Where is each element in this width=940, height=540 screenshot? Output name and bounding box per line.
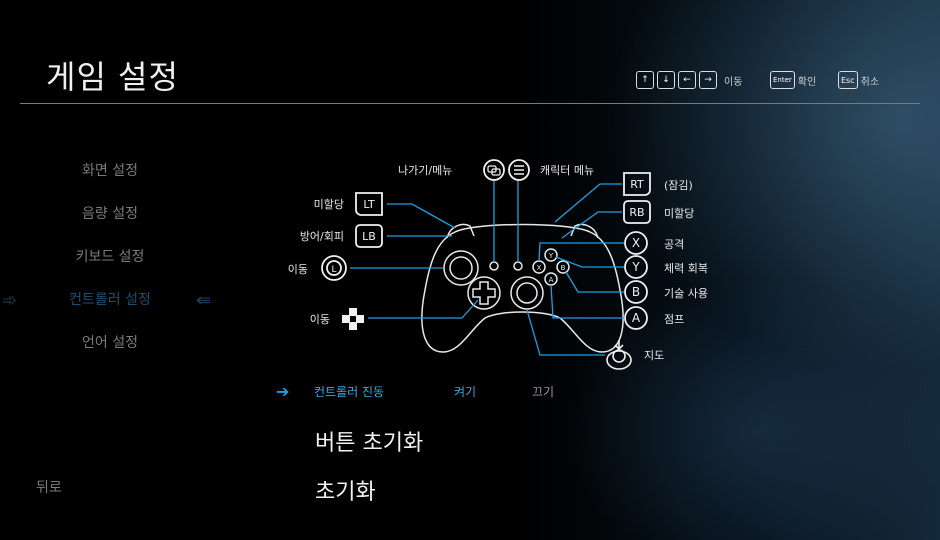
leader-lt	[387, 203, 456, 229]
nav-hint: ↑ ↓ ← → 이동	[636, 70, 742, 90]
rb-glyph: RB	[629, 206, 644, 219]
lb-button-icon	[355, 224, 383, 248]
menu-item-keyboard[interactable]: 키보드 설정	[0, 236, 220, 279]
left-bumper-shape	[446, 223, 475, 239]
leader-a	[550, 284, 624, 319]
lb-glyph: LB	[362, 230, 376, 243]
y-glyph: Y	[631, 260, 640, 274]
right-bumper-shape	[570, 223, 599, 239]
label-menu-button: 캐릭터 메뉴	[540, 164, 595, 177]
menu-item-sound[interactable]: 음량 설정	[0, 193, 220, 236]
leader-b	[565, 271, 624, 293]
selection-arrow-icon: ➔	[276, 382, 290, 401]
rt-glyph: RT	[630, 178, 644, 191]
back-button[interactable]: 뒤로	[36, 480, 62, 496]
label-a: 점프	[664, 313, 685, 326]
selection-arrow-left-icon: ⇚	[196, 290, 212, 311]
label-rt: (잠김)	[664, 179, 693, 192]
selection-arrow-right-icon: ➾	[2, 290, 18, 311]
face-b-shape	[556, 260, 570, 274]
menu-item-language[interactable]: 언어 설정	[0, 322, 220, 365]
leader-rt	[554, 183, 622, 223]
b-glyph: B	[632, 285, 640, 299]
leader-y	[555, 256, 624, 268]
label-dpad: 이동	[309, 313, 330, 326]
face-b-glyph: B	[561, 264, 566, 272]
rb-button-icon	[623, 200, 651, 224]
vibration-label: 컨트롤러 진동	[314, 385, 385, 399]
label-x: 공격	[664, 238, 685, 251]
view-button-icon	[483, 159, 505, 181]
enter-key-icon: Enter	[770, 71, 795, 89]
a-glyph: A	[632, 311, 641, 325]
confirm-hint: Enter 확인	[770, 70, 816, 90]
arrow-right-icon: →	[699, 71, 717, 89]
leader-dpad	[368, 299, 479, 319]
arrow-down-icon: ↓	[657, 71, 675, 89]
confirm-hint-label: 확인	[797, 76, 817, 88]
arrow-up-icon: ↑	[636, 71, 654, 89]
reset-buttons-button[interactable]: 버튼 초기화	[315, 431, 424, 456]
menu-item-label: 화면 설정	[82, 163, 138, 179]
esc-key-icon: Esc	[838, 71, 858, 89]
dpad-ring-shape	[467, 276, 501, 310]
leader-rs	[526, 309, 605, 356]
menu-button-shape	[513, 261, 523, 271]
cancel-hint-label: 취소	[860, 76, 880, 88]
reset-button[interactable]: 초기화	[315, 480, 376, 505]
label-left-stick: 이동	[287, 263, 308, 276]
face-y-glyph: Y	[548, 252, 554, 260]
page-title: 게임 설정	[46, 58, 179, 96]
label-b: 기술 사용	[664, 287, 708, 300]
vibration-setting[interactable]: ➔ 컨트롤러 진동 켜기 끄기	[276, 382, 554, 401]
menu-item-label: 음량 설정	[82, 206, 138, 222]
label-lb: 방어/회피	[299, 230, 344, 243]
menu-item-controller[interactable]: ➾ 컨트롤러 설정 ⇚	[0, 279, 220, 322]
right-stick-shape	[510, 276, 544, 310]
b-button-icon	[624, 280, 648, 304]
arrow-left-icon: ←	[678, 71, 696, 89]
header-divider	[20, 103, 920, 104]
x-glyph: X	[632, 236, 640, 250]
x-button-icon	[624, 231, 648, 255]
move-hint-label: 이동	[724, 76, 743, 88]
face-a-glyph: A	[549, 276, 554, 284]
a-button-icon	[624, 306, 648, 330]
view-button-shape	[489, 261, 499, 271]
leader-rb	[561, 211, 622, 239]
face-x-glyph: X	[537, 264, 542, 272]
right-stick-icon	[606, 340, 632, 370]
cancel-hint: Esc 취소	[838, 70, 879, 90]
rt-button-icon	[623, 172, 651, 196]
y-button-icon	[624, 255, 648, 279]
label-y: 체력 회복	[664, 262, 708, 275]
label-rb: 미할당	[664, 207, 695, 220]
menu-item-label: 키보드 설정	[75, 249, 145, 265]
menu-item-label: 컨트롤러 설정	[69, 292, 151, 308]
lt-glyph: LT	[363, 198, 375, 211]
vibration-on-option[interactable]: 켜기	[454, 385, 477, 399]
ls-glyph: L	[331, 265, 336, 275]
settings-menu: 화면 설정 음량 설정 키보드 설정 ➾ 컨트롤러 설정 ⇚ 언어 설정	[0, 150, 220, 365]
label-lt: 미할당	[313, 198, 344, 211]
left-stick-icon	[321, 255, 347, 281]
left-stick-shape	[443, 250, 479, 286]
leader-x	[538, 242, 624, 262]
label-right-stick: 지도	[644, 349, 665, 362]
menu-button-icon	[508, 159, 530, 181]
menu-item-display[interactable]: 화면 설정	[0, 150, 220, 193]
vibration-off-option[interactable]: 끄기	[532, 385, 555, 399]
label-view-button: 나가기/메뉴	[398, 164, 453, 177]
controller-body-outline	[421, 223, 624, 353]
dpad-shape	[472, 281, 496, 305]
menu-item-label: 언어 설정	[82, 335, 138, 351]
face-y-shape	[544, 248, 558, 262]
lt-button-icon	[355, 192, 383, 216]
